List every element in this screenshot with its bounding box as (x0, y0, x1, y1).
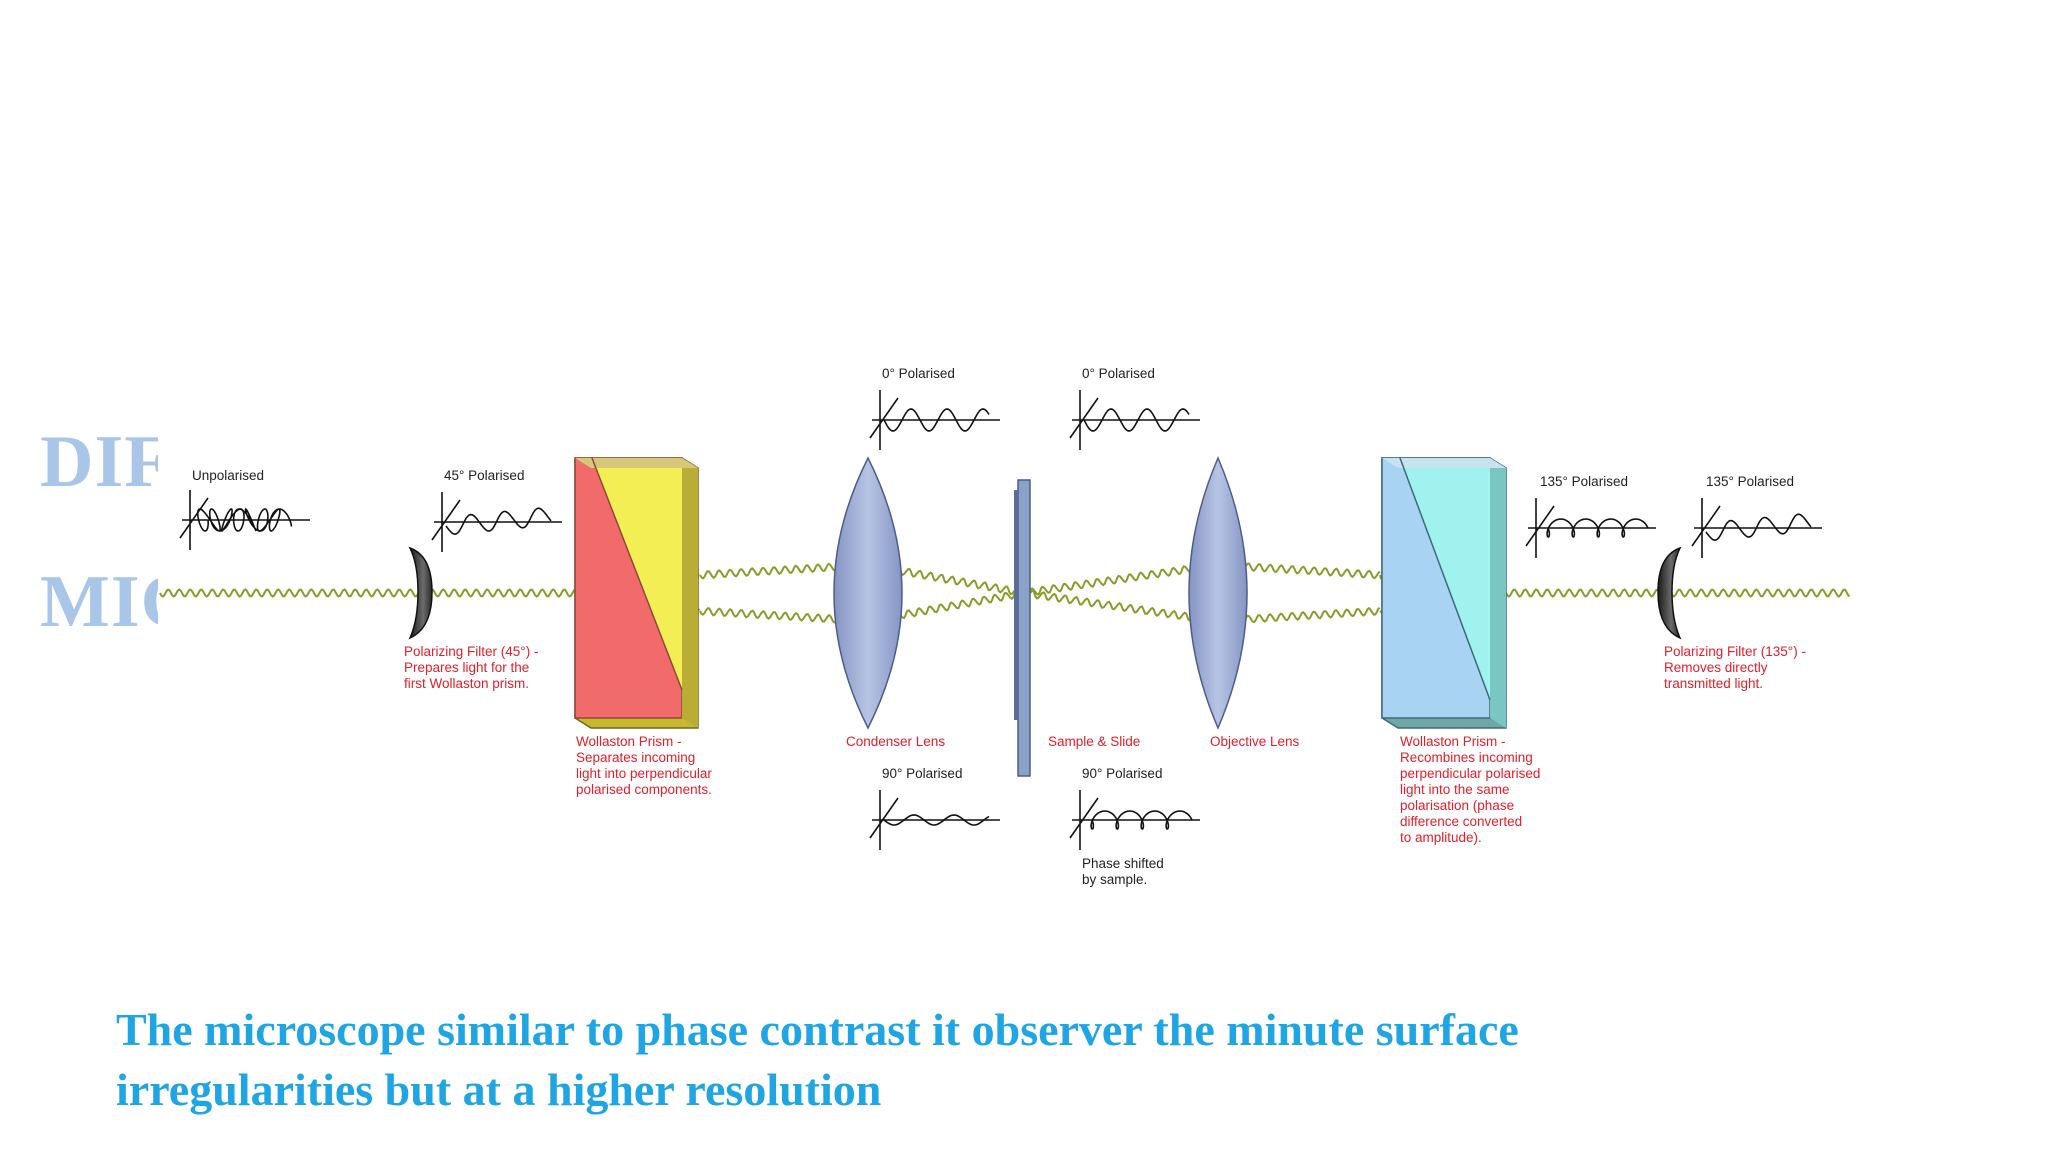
graph-45-polarised (431, 492, 562, 552)
label-filter-45: Polarizing Filter (45°) - Prepares light… (404, 644, 542, 691)
label-prism-1-line: light into perpendicular (576, 766, 712, 781)
label-prism-1-line: polarised components. (576, 782, 712, 797)
objective-lens (1188, 456, 1248, 730)
slide-title-line-1: DIF (40, 421, 171, 503)
label-prism-2: Wollaston Prism - Recombines incoming pe… (1400, 734, 1544, 845)
label-filter-135-line: transmitted light. (1664, 676, 1763, 691)
label-prism-2-line: perpendicular polarised (1400, 766, 1540, 781)
graph-0-polarised-a (869, 390, 1000, 450)
diagram-panel (158, 345, 1858, 1005)
polarizing-filter-135 (1657, 546, 1682, 640)
label-condenser-lens: Condenser Lens (846, 734, 945, 749)
label-unpolarised: Unpolarised (192, 468, 264, 483)
label-prism-1-line: Separates incoming (576, 750, 695, 765)
label-0-polarised-b: 0° Polarised (1082, 366, 1155, 381)
graph-135-polarised-a (1525, 498, 1656, 558)
label-filter-45-line: Polarizing Filter (45°) - (404, 644, 538, 659)
label-90-polarised-a: 90° Polarised (882, 766, 962, 781)
label-phase-note-line: Phase shifted (1082, 856, 1164, 871)
label-prism-2-line: Recombines incoming (1400, 750, 1533, 765)
label-phase-note: Phase shifted by sample. (1082, 856, 1168, 887)
label-filter-45-line: first Wollaston prism. (404, 676, 529, 691)
label-prism-1: Wollaston Prism - Separates incoming lig… (576, 734, 716, 797)
sample-slide (1014, 479, 1031, 777)
label-0-polarised-a: 0° Polarised (882, 366, 955, 381)
slide-caption: The microscope similar to phase contrast… (116, 1000, 1996, 1120)
label-prism-2-line: difference converted (1400, 814, 1522, 829)
outgoing-beam-wave (1439, 588, 1851, 598)
wollaston-prism-1 (574, 457, 699, 729)
wollaston-prism-2 (1381, 457, 1507, 729)
graph-135-polarised-b (1691, 498, 1822, 558)
label-filter-45-line: Prepares light for the (404, 660, 529, 675)
label-phase-note-line: by sample. (1082, 872, 1147, 887)
label-filter-135-line: Removes directly (1664, 660, 1768, 675)
graph-0-polarised-b (1069, 390, 1200, 450)
label-prism-2-line: Wollaston Prism - (1400, 734, 1506, 749)
graph-unpolarised (179, 490, 310, 550)
label-135-polarised-b: 135° Polarised (1706, 474, 1794, 489)
label-prism-2-line: polarisation (phase (1400, 798, 1514, 813)
label-objective-lens: Objective Lens (1210, 734, 1300, 749)
caption-line-2: irregularities but at a higher resolutio… (116, 1064, 882, 1115)
graph-90-polarised-a (869, 790, 1000, 850)
label-45-polarised: 45° Polarised (444, 468, 524, 483)
polarizing-filter-45 (408, 546, 433, 640)
label-prism-2-line: to amplitude). (1400, 830, 1482, 845)
condenser-lens (833, 456, 903, 730)
label-prism-1-line: Wollaston Prism - (576, 734, 682, 749)
label-filter-135-line: Polarizing Filter (135°) - (1664, 644, 1806, 659)
incoming-beam-wave (159, 588, 641, 598)
graph-90-polarised-b (1069, 790, 1200, 850)
label-filter-135: Polarizing Filter (135°) - Removes direc… (1664, 644, 1810, 691)
caption-line-1: The microscope similar to phase contrast… (116, 1004, 1519, 1055)
label-90-polarised-b: 90° Polarised (1082, 766, 1162, 781)
label-prism-2-line: light into the same (1400, 782, 1510, 797)
label-sample-slide: Sample & Slide (1048, 734, 1140, 749)
label-135-polarised-a: 135° Polarised (1540, 474, 1628, 489)
